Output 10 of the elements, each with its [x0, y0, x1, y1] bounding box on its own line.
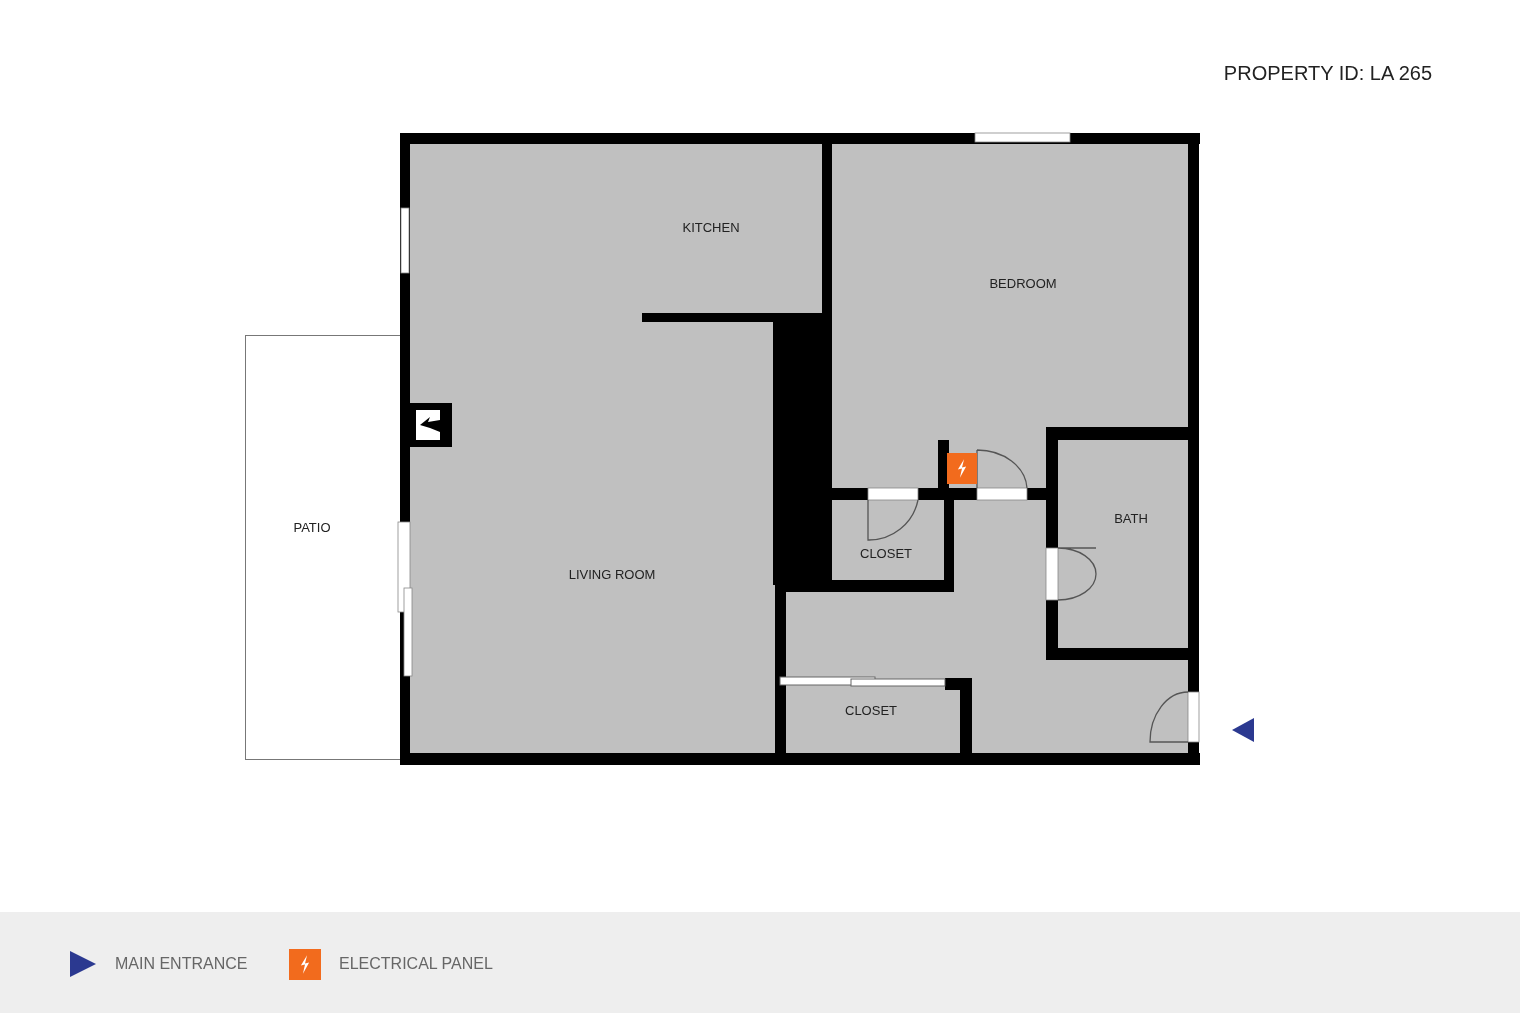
room-label: CLOSET — [860, 545, 912, 561]
property-id-text: PROPERTY ID: LA 265 — [1223, 61, 1433, 85]
room-label: LIVING ROOM — [568, 566, 656, 582]
room-label: PATIO — [293, 519, 331, 535]
legend-label: ELECTRICAL PANEL — [339, 955, 493, 973]
room-label: BATH — [1114, 510, 1148, 526]
room-label: BEDROOM — [989, 275, 1057, 291]
room-label: KITCHEN — [682, 219, 740, 235]
legend-label: MAIN ENTRANCE — [115, 955, 248, 973]
room-label: CLOSET — [845, 702, 897, 718]
